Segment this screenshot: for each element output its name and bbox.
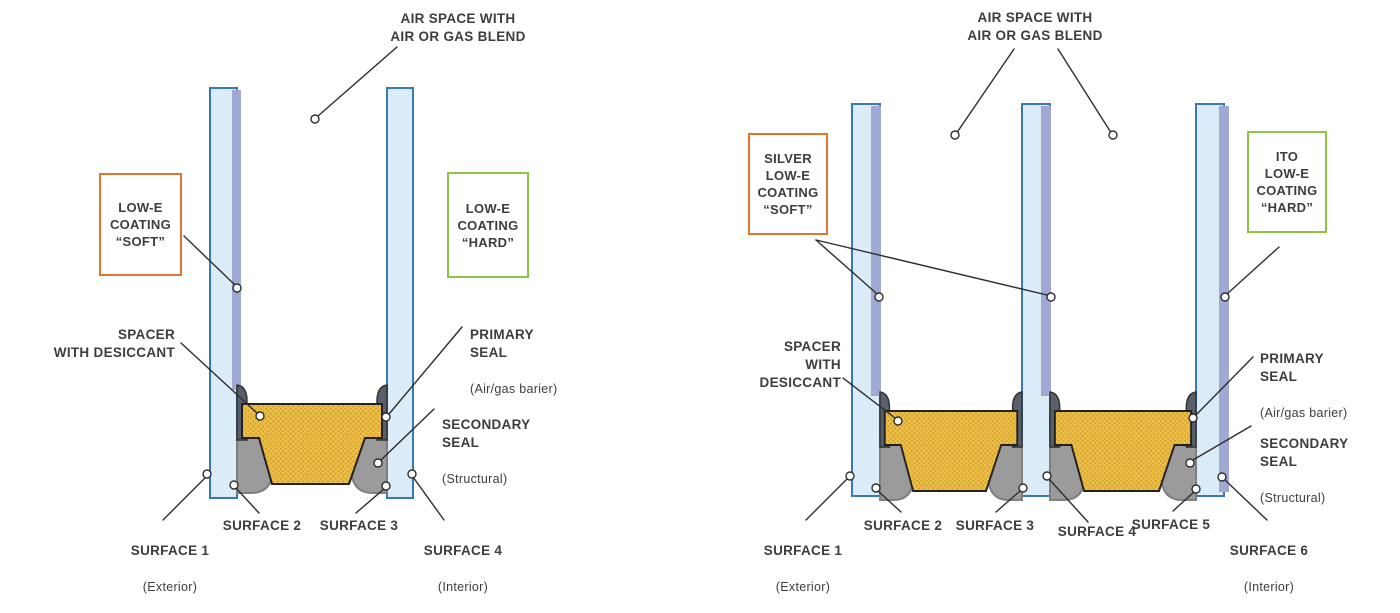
surface-1-title: SURFACE 1 [130, 543, 210, 558]
surface-4-note: (Interior) [437, 580, 489, 594]
spacer-leader [842, 377, 903, 426]
surface-1-note: (Exterior) [142, 580, 198, 594]
surface-1-title-right: SURFACE 1 [763, 543, 843, 558]
primary-seal-title: PRIMARY SEAL [470, 327, 534, 360]
spacer-label: SPACER WITH DESICCANT [53, 327, 175, 360]
silver-coating-surface-2 [871, 106, 881, 396]
silver-coating-surface-4 [1041, 106, 1051, 396]
surface-6-note-right: (Interior) [1243, 580, 1295, 594]
secondary-seal-title-right: SECONDARY SEAL [1260, 436, 1349, 469]
soft-coating-surface-2 [232, 90, 241, 390]
spacer-label-right: SPACER WITH DESICCANT [759, 339, 841, 390]
surface-2-leader [229, 480, 260, 514]
surface-5-label-right: SURFACE 5 [1131, 517, 1211, 532]
secondary-seal-title: SECONDARY SEAL [442, 417, 531, 450]
glass-pane-2 [386, 87, 414, 499]
surface-1-leader [162, 469, 212, 521]
hard-coating-leader [1220, 246, 1280, 302]
surface-4-title: SURFACE 4 [423, 543, 503, 558]
secondary-seal-label-right: SECONDARY SEAL (Structural) [1260, 417, 1348, 524]
air-space-label: AIR SPACE WITH AIR OR GAS BLEND [390, 11, 526, 44]
primary-seal-note: (Air/gas barier) [470, 382, 558, 396]
surface-6-label-right: SURFACE 6 (Interior) [1217, 524, 1321, 613]
air-space-label-right: AIR SPACE WITH AIR OR GAS BLEND [967, 10, 1103, 43]
surface-4-label-right: SURFACE 4 [1057, 524, 1137, 539]
surface-6-leader [1217, 472, 1268, 521]
secondary-seal-note: (Structural) [442, 472, 508, 486]
primary-seal-title-right: PRIMARY SEAL [1260, 351, 1324, 384]
air-space-leader [310, 46, 398, 124]
primary-seal-note-right: (Air/gas barier) [1260, 406, 1348, 420]
surface-2-leader [871, 483, 902, 513]
soft-coating-leader-2 [815, 239, 1056, 302]
spacer-leader [180, 342, 265, 421]
air-space-leader-left [950, 48, 1015, 140]
surface-3-leader [995, 483, 1028, 513]
hard-coating-box: LOW-E COATING “HARD” [447, 172, 529, 278]
seal-assembly-a [879, 391, 1024, 501]
soft-coating-leader-1 [815, 239, 884, 302]
silver-soft-coating-box: SILVER LOW-E COATING “SOFT” [748, 133, 828, 235]
surface-2-label-right: SURFACE 2 [863, 518, 943, 533]
primary-seal-label-right: PRIMARY SEAL (Air/gas barier) [1260, 332, 1347, 439]
ito-hard-coating-box: ITO LOW-E COATING “HARD” [1247, 131, 1327, 233]
double-pane-diagram [162, 46, 463, 521]
diagram-shapes [162, 46, 1280, 523]
primary-seal-label: PRIMARY SEAL (Air/gas barier) [470, 308, 557, 415]
soft-coating-box: LOW-E COATING “SOFT” [99, 173, 182, 276]
surface-6-title-right: SURFACE 6 [1229, 543, 1309, 558]
secondary-seal-leader [1185, 425, 1252, 468]
air-space-leader-right [1057, 48, 1118, 140]
triple-pane-diagram [805, 48, 1280, 523]
surface-4-leader [1042, 471, 1089, 523]
surface-4-label: SURFACE 4 (Interior) [411, 524, 515, 613]
soft-coating-leader [183, 235, 242, 293]
surface-3-label: SURFACE 3 [319, 518, 399, 533]
surface-1-leader [805, 471, 855, 521]
seal-assembly-b [1049, 391, 1197, 501]
surface-1-note-right: (Exterior) [775, 580, 831, 594]
igu-diagram-page: { "colors": { "glass_fill": "#dcebf8", "… [53, 10, 1349, 594]
surface-4-leader [407, 469, 445, 521]
surface-5-leader [1172, 484, 1201, 512]
surface-3-label-right: SURFACE 3 [955, 518, 1035, 533]
secondary-seal-leader [373, 408, 435, 468]
surface-1-label-right: SURFACE 1 (Exterior) [751, 524, 855, 613]
primary-seal-leader [381, 326, 463, 422]
primary-seal-leader [1188, 356, 1254, 423]
surface-1-label: SURFACE 1 (Exterior) [118, 524, 222, 613]
secondary-seal-note-right: (Structural) [1260, 491, 1326, 505]
surface-3-leader [355, 481, 391, 514]
secondary-seal-label: SECONDARY SEAL (Structural) [442, 398, 530, 505]
seal-assembly [236, 384, 388, 494]
surface-2-label: SURFACE 2 [222, 518, 302, 533]
